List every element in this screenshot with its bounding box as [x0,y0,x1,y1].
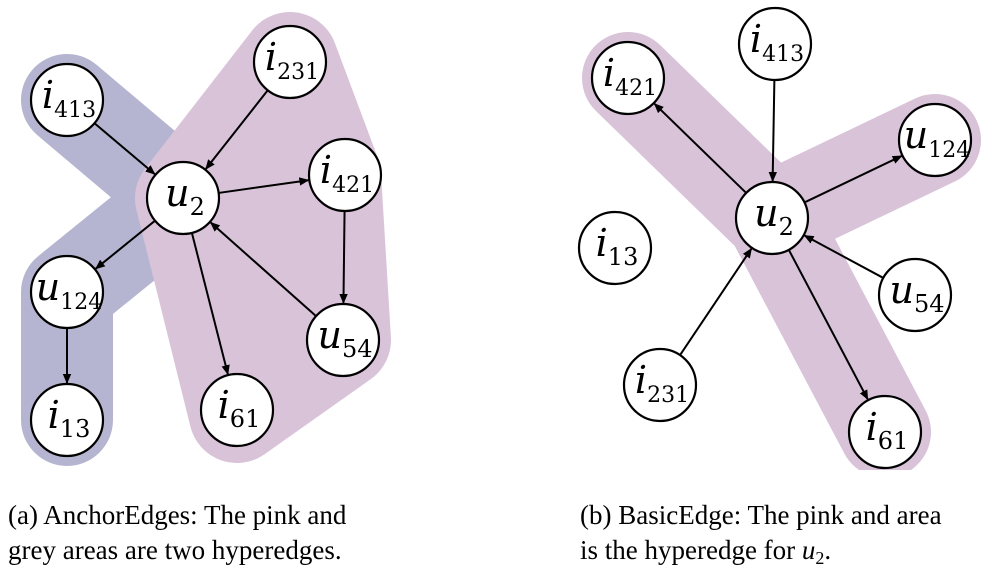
node-a-i231: i231 [252,24,328,100]
node-b-i421: i421 [590,40,666,116]
caption-a-line2: grey areas are two hyperedges. [8,535,342,565]
node-label: u2 [165,171,205,221]
edge-b-u2-to-b-i61 [787,249,869,401]
node-a-i421: i421 [307,137,383,213]
node-b-u124: u124 [897,102,973,178]
hypergraph-diagram: i413 i231 u2 i421 u124 u54 i13 i61 i413 i421 u124 u… [21,6,981,470]
node-circle [734,180,810,256]
hyperedge-areas [21,12,981,470]
node-label: i413 [42,73,96,123]
node-a-u124: u124 [29,254,105,330]
node-circle [29,382,105,458]
node-a-i61: i61 [199,372,275,448]
caption-b-line1: (b) BasicEdge: The pink and area [580,500,942,530]
node-circle [199,372,275,448]
node-a-u54: u54 [305,302,381,378]
edges [62,79,903,401]
node-label: i61 [866,405,909,455]
node-b-i61: i61 [847,394,923,470]
edge-b-u2-to-b-i421 [653,103,747,194]
edge-b-i413-to-b-u2 [768,79,777,183]
node-label: i231 [635,358,689,408]
node-circle [29,254,105,330]
node-circle [590,40,666,116]
node-circle [145,160,221,236]
node-label: i413 [750,17,804,67]
caption-b-line2-prefix: is the hyperedge for [580,535,802,565]
node-circle [897,102,973,178]
edge-a-i413-to-a-u2 [93,122,156,175]
caption-b-line2: is the hyperedge for u2. [580,533,942,576]
edge-a-u2-to-a-u124 [94,219,156,270]
caption-b: (b) BasicEdge: The pink and area is the … [580,498,942,576]
node-label: u124 [904,113,970,163]
edge-a-u2-to-a-i421 [218,177,310,194]
node-label: u2 [754,191,794,241]
node-a-u2: u2 [145,160,221,236]
node-circle [847,394,923,470]
node-b-u2: u2 [734,180,810,256]
node-a-i13: i13 [29,382,105,458]
node-label: u54 [317,313,372,363]
caption-a-line1: (a) AnchorEdges: The pink and [8,500,347,530]
nodes: i413 i231 u2 i421 u124 u54 i13 i61 i413 i421 u124 u… [29,6,973,470]
edge-a-u2-to-a-i61 [190,232,230,376]
node-label: i231 [265,35,319,85]
node-label: i421 [603,51,657,101]
edge-a-i421-to-a-u54 [339,210,348,305]
node-b-u54: u54 [877,257,953,333]
edge-b-u54-to-b-u2 [803,234,884,279]
node-circle [305,302,381,378]
caption-b-math: u2 [801,535,825,568]
node-label: i421 [320,148,374,198]
node-label: i61 [218,383,261,433]
node-circle [622,347,698,423]
node-b-i413: i413 [737,6,813,82]
node-a-i413: i413 [29,62,105,138]
caption-b-suffix: . [824,535,832,565]
caption-b-math-sub: 2 [815,548,825,568]
edge-b-u2-to-b-u124 [804,155,903,204]
edge-a-i231-to-a-u2 [205,89,269,170]
node-circle [737,6,813,82]
edge-a-u54-to-a-u2 [209,221,317,317]
node-label: u124 [36,265,102,315]
node-label: u54 [889,268,944,318]
node-label: i13 [48,393,91,443]
node-circle [877,257,953,333]
node-b-i13: i13 [577,210,653,286]
node-circle [252,24,328,100]
node-b-i231: i231 [622,347,698,423]
node-circle [29,62,105,138]
caption-b-math-base: u [801,535,816,565]
caption-a: (a) AnchorEdges: The pink and grey areas… [8,498,346,568]
edge-b-i231-to-b-u2 [679,247,753,356]
node-circle [307,137,383,213]
node-circle [577,210,653,286]
node-label: i13 [596,221,639,271]
